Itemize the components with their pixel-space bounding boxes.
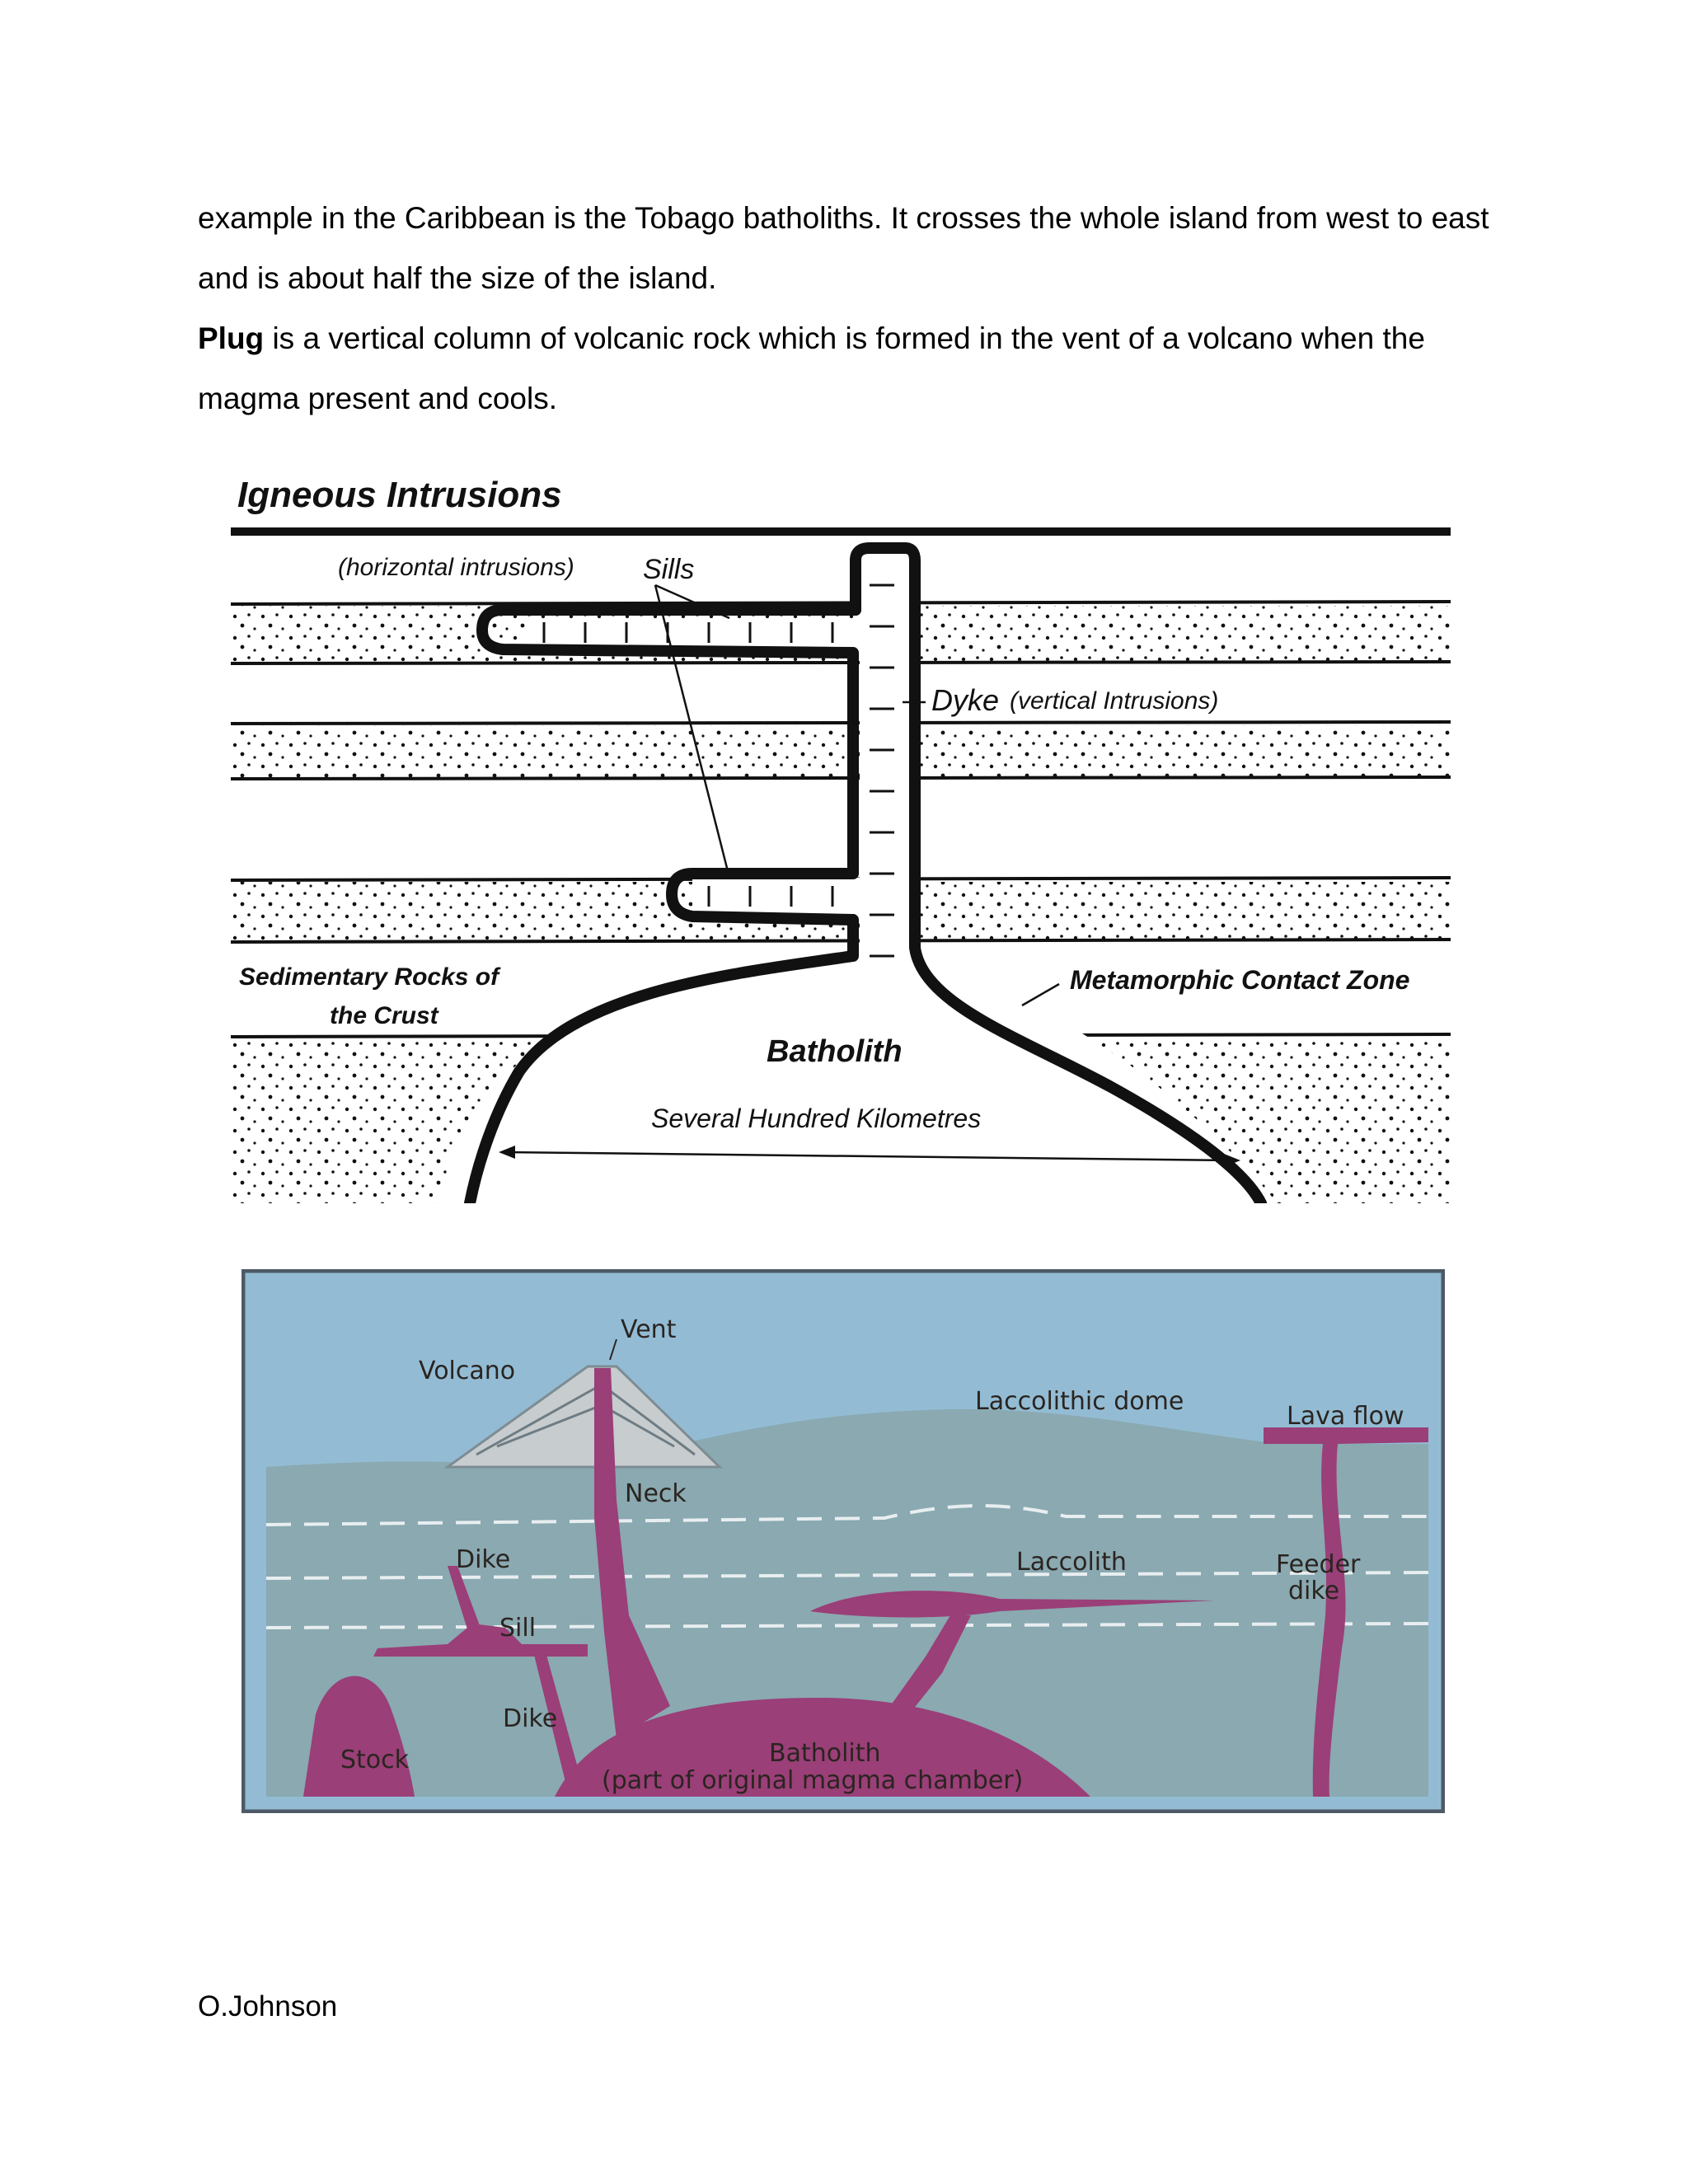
dyke-label: Dyke [931, 683, 999, 717]
batholith-label-line2: (part of original magma chamber) [602, 1766, 1023, 1795]
diagram-title: Igneous Intrusions [237, 475, 562, 515]
laccolithic-dome-label: Laccolithic dome [975, 1387, 1184, 1416]
sills-note: (horizontal intrusions) [338, 554, 574, 581]
width-note: Several Hundred Kilometres [651, 1104, 981, 1133]
metamorphic-label: Metamorphic Contact Zone [1070, 965, 1409, 995]
sedimentary-label-line1: Sedimentary Rocks of [239, 963, 501, 991]
feeder-label-line1: Feeder [1276, 1550, 1361, 1579]
feeder-label-line2: dike [1288, 1577, 1339, 1605]
sills-label: Sills [643, 554, 694, 585]
batholith-label: Batholith [767, 1034, 903, 1069]
sediment-band [231, 725, 1451, 779]
vent-label: Vent [621, 1315, 677, 1344]
paragraph-plug: Plug is a vertical column of volcanic ro… [198, 308, 1517, 429]
stock-label: Stock [340, 1746, 410, 1774]
batholith-label-line1: Batholith [769, 1739, 881, 1768]
igneous-intrusions-diagram: Igneous Intrusions (horizontal intrusion… [231, 462, 1467, 1203]
plug-definition: is a vertical column of volcanic rock wh… [198, 321, 1425, 415]
dike-lower-label: Dike [503, 1704, 557, 1733]
sedimentary-label-line2: the Crust [330, 1002, 440, 1029]
surface-line [231, 527, 1451, 536]
laccolith-label: Laccolith [1016, 1548, 1127, 1577]
lava-flow-label: Lava flow [1287, 1402, 1404, 1431]
volcano-label: Volcano [419, 1357, 515, 1385]
term-plug: Plug [198, 321, 264, 355]
footer-author: O.Johnson [198, 1990, 337, 2023]
sill-label: Sill [499, 1614, 536, 1643]
intrusions-cross-section: Vent Volcano Laccolithic dome Lava flow … [241, 1269, 1445, 1813]
dike-upper-label: Dike [456, 1545, 510, 1574]
dyke-note: (vertical Intrusions) [1010, 687, 1218, 715]
neck-label: Neck [625, 1479, 687, 1508]
paragraph-tobago: example in the Caribbean is the Tobago b… [198, 188, 1517, 308]
